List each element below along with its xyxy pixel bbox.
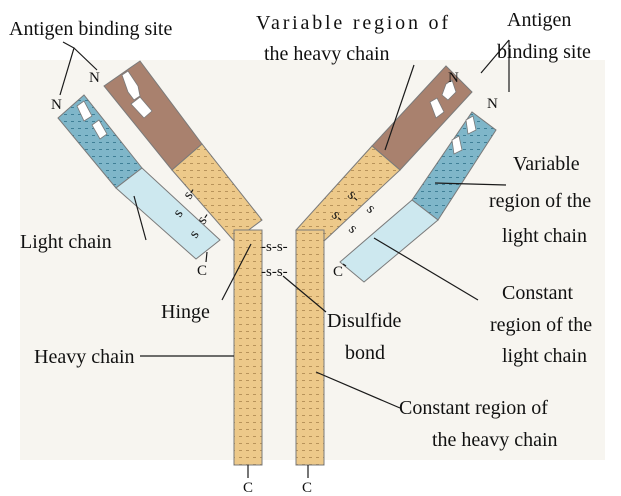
label-antigen-binding-site-left: Antigen binding site [9, 18, 172, 40]
label-disulfide-line1: Disulfide [327, 310, 402, 332]
right-light-n-terminal: N [487, 96, 498, 112]
right-heavy-n-terminal: N [448, 70, 459, 86]
label-hinge: Hinge [161, 301, 210, 323]
right-light-c-terminal: C [333, 264, 343, 280]
left-light-n-terminal: N [51, 97, 62, 113]
label-constant-light-line1: Constant [502, 282, 574, 304]
disulfide-bond-upper: -s-s- [261, 239, 288, 255]
label-constant-light-line3: light chain [502, 345, 587, 367]
label-variable-light-line2: region of the [489, 190, 591, 212]
left-heavy-constant-stem [234, 230, 262, 465]
label-constant-light-line2: region of the [490, 314, 592, 336]
label-heavy-chain: Heavy chain [34, 346, 135, 368]
label-variable-light-line1: Variable [513, 153, 580, 175]
left-light-c-terminal: C [197, 263, 207, 279]
right-heavy-constant-stem [296, 230, 324, 465]
label-variable-light-line3: light chain [502, 225, 587, 247]
label-constant-heavy-line1: Constant region of [399, 397, 548, 419]
disulfide-bond-lower: -s-s- [261, 264, 288, 280]
left-heavy-c-terminal: C [243, 480, 253, 496]
label-antigen-right-line1: Antigen [507, 9, 571, 31]
label-disulfide-line2: bond [345, 342, 385, 364]
label-light-chain: Light chain [20, 231, 112, 253]
label-antigen-right-line2: binding site [497, 41, 591, 63]
right-heavy-c-terminal: C [302, 480, 312, 496]
label-variable-heavy-line2: the heavy chain [264, 43, 390, 65]
label-variable-heavy-line1: Variable region of [256, 12, 448, 34]
left-heavy-n-terminal: N [89, 70, 100, 86]
label-constant-heavy-line2: the heavy chain [432, 429, 558, 451]
